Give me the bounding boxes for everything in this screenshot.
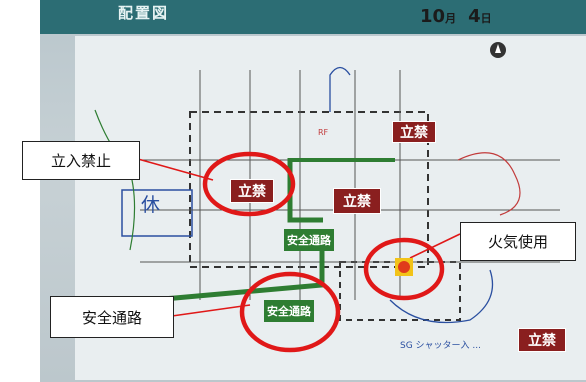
- day-unit: 日: [480, 12, 492, 25]
- no-entry-sign: 立禁: [518, 328, 566, 352]
- pen-stroke: [389, 269, 494, 324]
- callout-leader-no-entry: [137, 158, 214, 181]
- month: 10: [420, 6, 446, 27]
- pen-stroke: [329, 66, 351, 112]
- callout-leader-safe-passage: [171, 304, 251, 317]
- flame-icon: [398, 261, 410, 273]
- callout-fire-use: 火気使用: [460, 222, 576, 261]
- callout-no-entry: 立入禁止: [22, 141, 140, 180]
- safe-route-line: [287, 158, 323, 223]
- rest-area: [121, 189, 193, 237]
- circle-safe-passage: [239, 271, 341, 353]
- bottom-note: SG シャッター入 ...: [400, 341, 481, 351]
- no-entry-sign: 立禁: [333, 188, 381, 214]
- whiteboard-header: [40, 0, 586, 34]
- board-title: 配置図: [118, 4, 170, 22]
- callout-leader-fire-use: [409, 233, 461, 259]
- north-arrow-icon: [490, 42, 506, 58]
- pen-stroke: [94, 109, 136, 251]
- month-unit: 月: [445, 12, 457, 25]
- pen-stroke: [457, 152, 521, 216]
- rest-label: 休: [141, 194, 161, 216]
- safe-passage-sign: 安全通路: [284, 229, 334, 251]
- callout-safe-passage: 安全通路: [50, 296, 174, 338]
- day: 4: [468, 6, 481, 27]
- no-entry-sign: 立禁: [392, 121, 436, 143]
- circle-no-entry: [202, 151, 296, 217]
- no-entry-sign: 立禁: [230, 179, 274, 203]
- safe-passage-sign: 安全通路: [264, 300, 314, 322]
- circle-fire-use: [363, 237, 445, 301]
- rf-note: RF: [318, 128, 329, 137]
